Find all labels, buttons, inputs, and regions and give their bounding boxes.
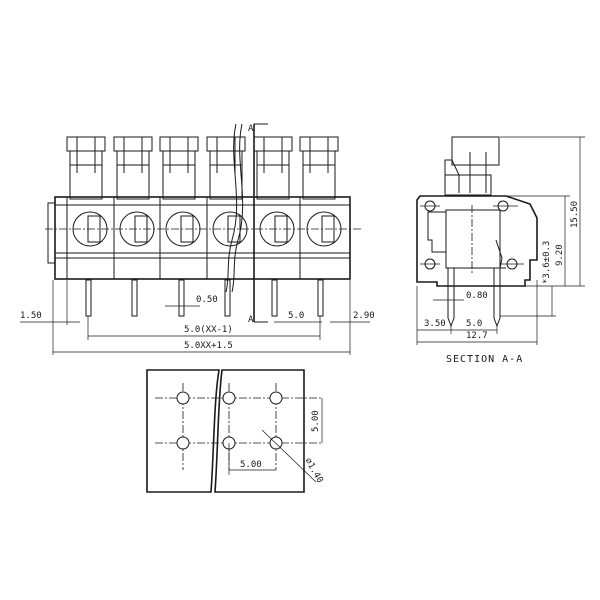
dim-row-spacing: 5.00 [311, 410, 321, 432]
dim-pin-length: *3.6±0.3 [542, 241, 552, 284]
section-view: 15.50 9.20 *3.6±0.3 0.80 3.50 5.0 12.7 S… [416, 136, 585, 365]
dim-pitch-total: 5.0(XX-1) [184, 325, 233, 335]
dim-height-total: 15.50 [570, 201, 580, 228]
section-caption: SECTION A-A [446, 354, 523, 365]
dim-pin-dia: 0.80 [466, 291, 488, 301]
dim-edge-to-pin: 3.50 [424, 319, 446, 329]
pins [85, 279, 324, 317]
dim-pin-spacing: 5.0 [466, 319, 482, 329]
dim-left-offset: 1.50 [20, 311, 42, 321]
housing-body [54, 196, 351, 280]
section-marker-bottom: A [248, 315, 254, 325]
dim-height-body: 9.20 [555, 244, 565, 266]
pcb-holes [176, 391, 283, 450]
dim-pitch: 5.0 [288, 311, 304, 321]
section-marker-top: A [248, 124, 254, 134]
dim-col-spacing: 5.00 [240, 460, 262, 470]
front-view: A A 1.50 0.50 5.0(XX-1) 5.0 2.90 5.0XX+1… [20, 123, 375, 355]
pcb-layout: 5.00 5.00 ⌀1.40 [146, 369, 325, 493]
dim-overall: 5.0XX+1.5 [184, 341, 233, 351]
dim-width: 12.7 [466, 331, 488, 341]
actuators [66, 136, 339, 200]
dim-pin-width: 0.50 [196, 295, 218, 305]
dim-hole-dia: ⌀1.40 [302, 457, 324, 485]
dim-right-offset: 2.90 [353, 311, 375, 321]
